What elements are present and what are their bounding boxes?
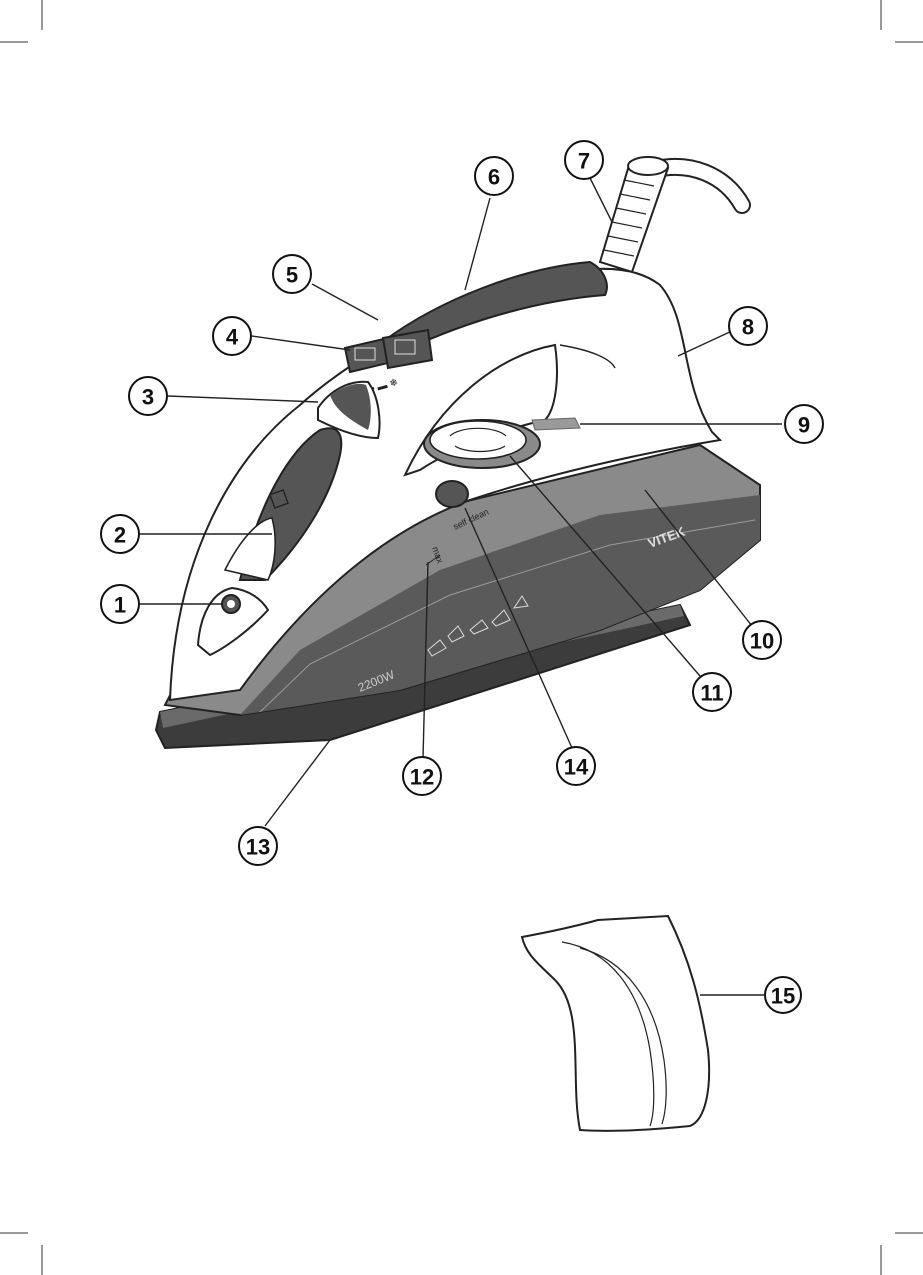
- leader-8: [677, 329, 735, 357]
- callout-number: 14: [564, 755, 589, 780]
- callout-circle: [238, 826, 278, 866]
- callout-7: 7: [564, 140, 604, 180]
- callout-11: 11: [692, 672, 732, 712]
- callout-circle: [100, 584, 140, 624]
- callout-number: 15: [771, 984, 795, 1009]
- fabric-icons: [427, 595, 529, 657]
- callout-3: 3: [128, 376, 168, 416]
- callout-6: 6: [474, 156, 514, 196]
- callout-1: 1: [100, 584, 140, 624]
- callout-number: 4: [226, 325, 239, 350]
- spray-steam-buttons: [343, 328, 434, 374]
- callout-4: 4: [212, 316, 252, 356]
- callout-number: 1: [114, 593, 126, 618]
- indicator-light: [531, 417, 581, 431]
- leader-4: [251, 335, 351, 351]
- callout-number: 10: [750, 629, 774, 654]
- leader-12: [422, 561, 429, 759]
- callout-5: 5: [272, 254, 312, 294]
- callout-circle: [742, 620, 782, 660]
- callout-number: 9: [798, 413, 810, 438]
- callout-12: 12: [402, 756, 442, 796]
- leader-11: [509, 455, 701, 677]
- callout-number: 3: [142, 385, 154, 410]
- callout-8: 8: [728, 306, 768, 346]
- callout-number: 6: [488, 165, 500, 190]
- steam-dial: ▪ ▬ ❄: [317, 377, 399, 440]
- callout-circle: [100, 514, 140, 554]
- callout-15: 15: [764, 976, 802, 1014]
- callout-circle: [564, 140, 604, 180]
- leader-7: [589, 177, 613, 223]
- heel-rest-accessory: [520, 914, 711, 1132]
- leader-3: [167, 395, 319, 403]
- callout-number: 7: [578, 149, 590, 174]
- callout-circle: [556, 746, 596, 786]
- callout-10: 10: [742, 620, 782, 660]
- callout-number: 12: [410, 765, 434, 790]
- leader-10: [644, 489, 753, 627]
- callout-circle: [784, 404, 824, 444]
- callout-9: 9: [784, 404, 824, 444]
- leader-5: [311, 283, 379, 321]
- callout-number: 11: [700, 681, 723, 706]
- callout-circle: [128, 376, 168, 416]
- callout-circle: [212, 316, 252, 356]
- callout-2: 2: [100, 514, 140, 554]
- callout-14: 14: [556, 746, 596, 786]
- callout-circle: [272, 254, 312, 294]
- callout-circle: [402, 756, 442, 796]
- callout-number: 2: [114, 523, 126, 548]
- callout-number: 13: [246, 835, 270, 860]
- callout-leaders: [140, 177, 782, 996]
- callout-number: 8: [742, 315, 754, 340]
- callout-circle: [728, 306, 768, 346]
- callout-13: 13: [238, 826, 278, 866]
- leader-6: [464, 197, 491, 291]
- callout-number: 5: [286, 263, 298, 288]
- temperature-dial: [423, 419, 541, 469]
- callout-circle: [764, 976, 802, 1014]
- callout-circle: [474, 156, 514, 196]
- leader-14: [464, 507, 573, 749]
- callout-circle: [692, 672, 732, 712]
- leader-13: [264, 739, 331, 827]
- power-cord: [598, 156, 751, 274]
